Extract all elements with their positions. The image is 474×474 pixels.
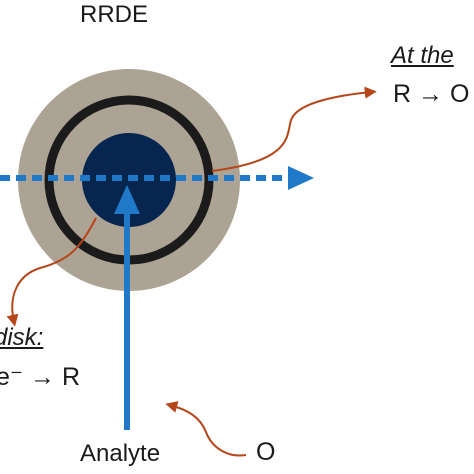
disk-heading: disk: (0, 324, 44, 351)
species-callout (165, 401, 247, 457)
diagram-title: RRDE (80, 1, 149, 28)
analyte-label: Analyte (80, 440, 161, 467)
callout-arrow-icon (6, 86, 377, 457)
flow-arrow-icon (0, 166, 314, 190)
disk-equation: e⁻ → R (0, 363, 81, 391)
ring-heading: At the (391, 42, 454, 69)
species-label: O (256, 438, 276, 466)
ring-equation: R → O (393, 80, 470, 108)
disk-callout (6, 217, 97, 327)
ring-callout (211, 86, 377, 172)
analyte-arrow-icon (114, 185, 140, 430)
